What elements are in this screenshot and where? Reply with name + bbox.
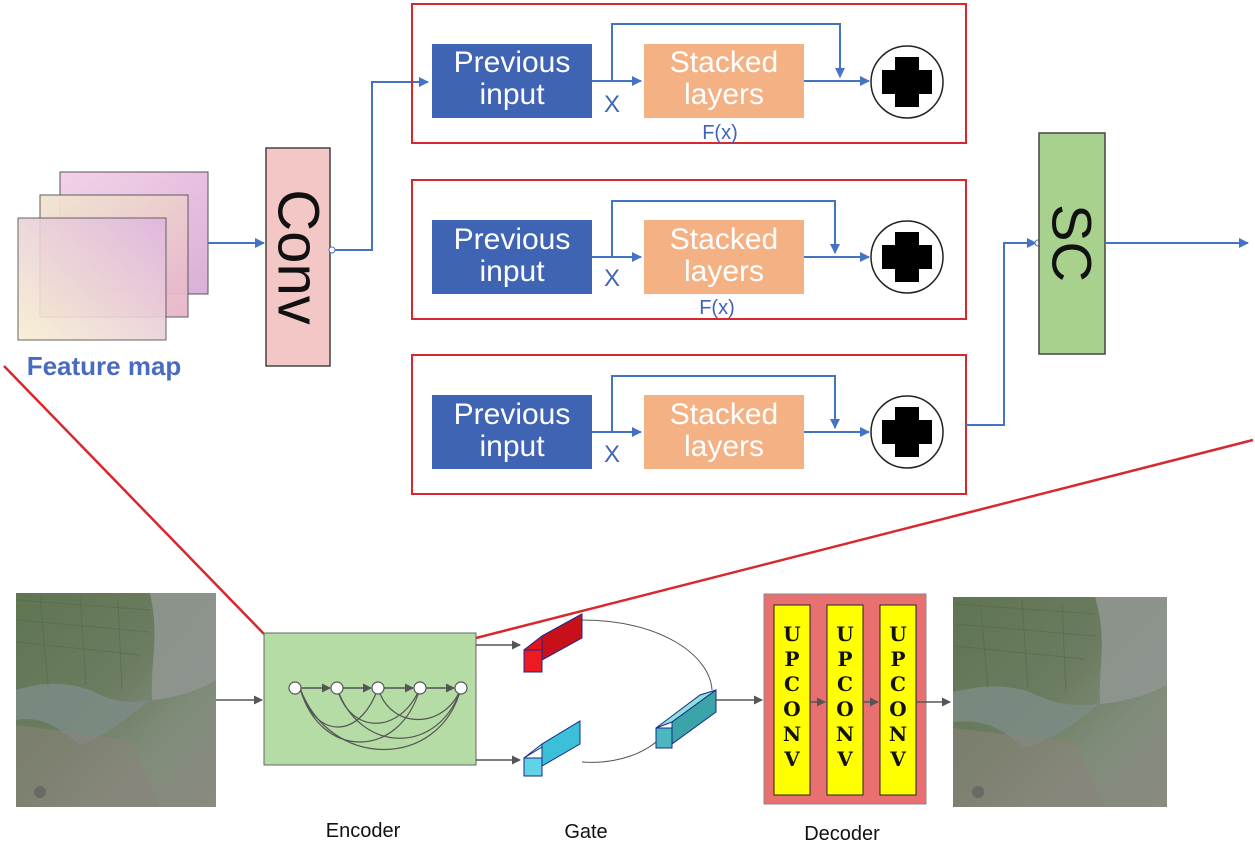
stacked-layers-label-line2: layers [684, 430, 764, 463]
stacked-layers-label-line2: layers [684, 255, 764, 288]
gate-cyan-tensor [523, 720, 581, 777]
residual-block-2: Previous input Stacked layers X F(x) [411, 179, 967, 320]
add-icon [870, 220, 944, 294]
add-icon [870, 45, 944, 119]
sc-block: SC [1038, 132, 1106, 355]
residual-block-frame [411, 179, 967, 320]
feature-map-label: Feature map [27, 351, 182, 381]
feature-map-layer-front [17, 217, 167, 341]
gate-connector-top [581, 619, 713, 691]
encoder-node [288, 681, 302, 695]
gate-red-tensor [523, 613, 583, 673]
encoder-block: Encoder [263, 632, 477, 842]
upconv-letter: N [889, 722, 907, 746]
gate-block: Gate [523, 613, 717, 843]
upconv-letter: P [837, 647, 852, 671]
upconv-letter: N [783, 722, 801, 746]
conv-block: Conv [265, 147, 331, 367]
conv-label: Conv [266, 189, 331, 324]
gate-connector-bottom [581, 737, 661, 763]
upconv-letter: P [784, 647, 799, 671]
input-satellite-image [16, 593, 216, 807]
zoom-line-left [3, 365, 265, 635]
residual-block-frame [411, 3, 967, 144]
fx-label: F(x) [702, 122, 738, 144]
previous-input-label-line1: Previous [454, 46, 571, 79]
previous-input-label-line1: Previous [454, 223, 571, 256]
encoder-node [371, 681, 385, 695]
stacked-layers-box [644, 44, 804, 118]
conv-box [265, 147, 331, 367]
upconv-letter: O [783, 697, 800, 721]
encoder-node [330, 681, 344, 695]
add-icon [870, 395, 944, 469]
upconv-column-1 [773, 604, 811, 796]
encoder-box [263, 632, 477, 766]
upconv-letter: O [836, 697, 853, 721]
upconv-letter: C [890, 672, 906, 696]
sc-box [1038, 132, 1106, 355]
upconv-letter: V [836, 747, 853, 771]
decoder-block: U P C O N V U P C O N V U P C O N V Deco… [763, 593, 927, 844]
upconv-letter: N [836, 722, 854, 746]
encoder-node [454, 681, 468, 695]
x-label: X [604, 265, 620, 292]
stacked-layers-label-line1: Stacked [670, 223, 778, 256]
arrow-block3-to-sc [966, 238, 1037, 426]
previous-input-box [432, 220, 592, 294]
previous-input-box [432, 395, 592, 469]
stacked-layers-label-line1: Stacked [670, 46, 778, 79]
previous-input-label-line2: input [479, 430, 545, 463]
upconv-letter: V [783, 747, 800, 771]
x-label: X [604, 441, 620, 468]
stacked-layers-box [644, 395, 804, 469]
stacked-layers-label-line1: Stacked [670, 398, 778, 431]
upconv-letter: C [784, 672, 800, 696]
upconv-letter: U [836, 622, 853, 646]
zoom-line-right [475, 438, 1254, 640]
previous-input-label-line2: input [479, 255, 545, 288]
conv-output-node [328, 246, 336, 254]
upconv-column-2 [826, 604, 864, 796]
upconv-column-3 [879, 604, 917, 796]
previous-input-box [432, 44, 592, 118]
sc-label: SC [1041, 204, 1104, 282]
skip-connection-arrow [611, 375, 840, 432]
arrow-conv-to-block1 [332, 77, 429, 251]
x-label: X [604, 91, 620, 118]
feature-map: Feature map [17, 171, 209, 381]
residual-block-1: Previous input Stacked layers X F(x) [411, 3, 967, 144]
gate-teal-tensor [655, 689, 717, 749]
skip-connection-arrow [611, 200, 840, 257]
stacked-layers-box [644, 220, 804, 294]
gate-label: Gate [564, 821, 607, 843]
output-satellite-image [953, 597, 1167, 807]
upconv-letter: O [889, 697, 906, 721]
previous-input-label-line2: input [479, 78, 545, 111]
encoder-node [413, 681, 427, 695]
upconv-letter: U [889, 622, 906, 646]
decoder-label: Decoder [804, 823, 880, 844]
upconv-letter: U [783, 622, 800, 646]
fx-label: F(x) [699, 297, 735, 319]
residual-block-3: Previous input Stacked layers X [411, 354, 967, 495]
upconv-letter: C [837, 672, 853, 696]
upconv-letter: V [889, 747, 906, 771]
previous-input-label-line1: Previous [454, 398, 571, 431]
encoder-label: Encoder [326, 820, 401, 842]
stacked-layers-label-line2: layers [684, 78, 764, 111]
upconv-letter: P [890, 647, 905, 671]
skip-connection-arrow [611, 23, 845, 81]
